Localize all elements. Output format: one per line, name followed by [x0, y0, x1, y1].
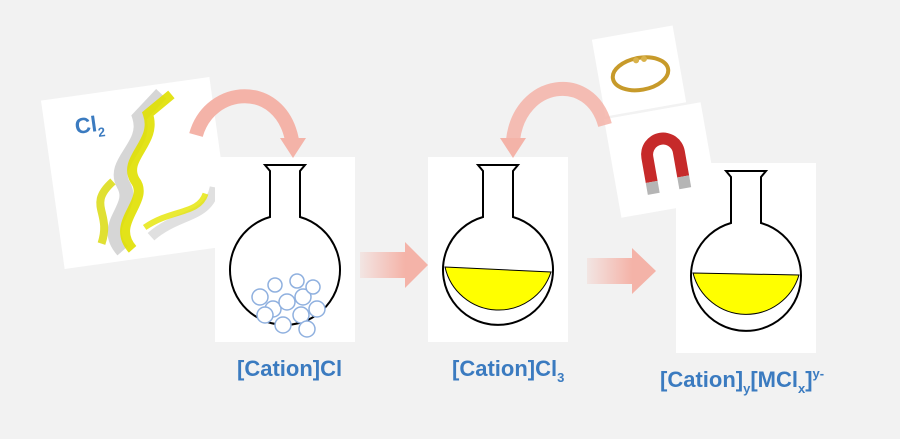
magnet-icon: [641, 132, 692, 195]
flask-card-3: [676, 163, 816, 353]
curved-arrow-2: [506, 81, 612, 142]
flask-2-icon: [442, 164, 554, 326]
arrow-2-shaft: [587, 258, 632, 284]
step-1-label: [Cation]Cl: [237, 356, 343, 381]
flask-card-2: [428, 157, 568, 342]
gold-ring-image: [591, 25, 687, 117]
spheres-icon: [251, 273, 326, 338]
arrow-2-head: [632, 248, 656, 294]
step-2-label: [Cation]Cl3: [452, 356, 565, 385]
flask-3-icon: [690, 170, 802, 332]
arrow-1-head: [405, 242, 428, 288]
flask-1-icon: [229, 164, 341, 338]
magnet-image: [604, 102, 718, 218]
ring-icon: [610, 55, 671, 93]
chlorine-smoke-icon: [96, 89, 220, 256]
step-3-label: [Cation]y[MClx]y-: [660, 366, 825, 396]
arrow-1-shaft: [360, 252, 405, 278]
chlorine-gas-image: Cl2: [40, 76, 234, 270]
chlorine-label: Cl2: [73, 111, 107, 140]
flask-card-1: [215, 157, 355, 342]
